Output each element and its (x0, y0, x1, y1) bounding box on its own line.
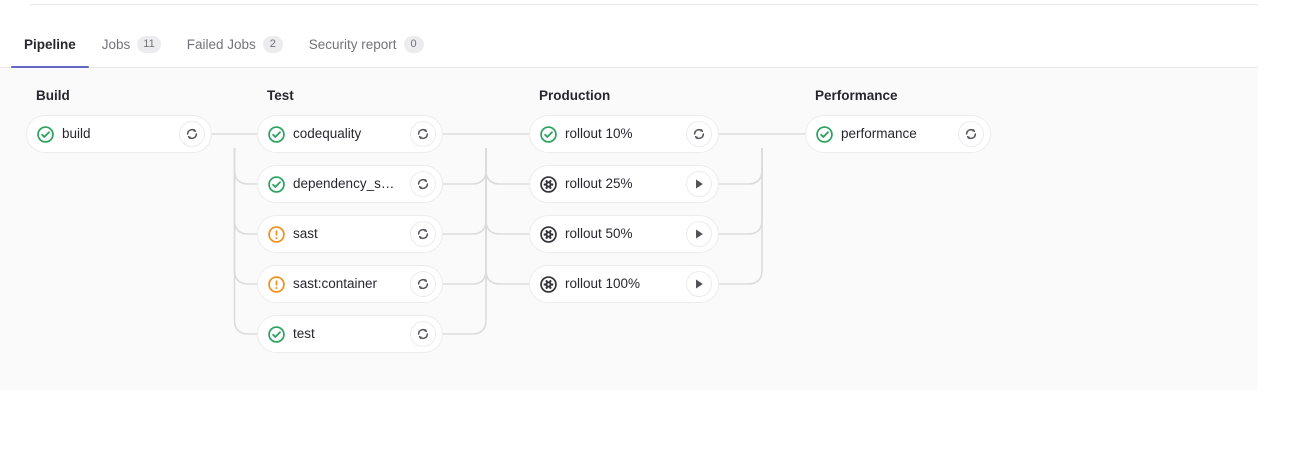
connector-out (443, 148, 487, 185)
play-icon (696, 179, 703, 189)
pipeline-job[interactable]: performance (805, 115, 991, 153)
job-retry-button[interactable] (686, 121, 712, 147)
retry-icon (965, 128, 977, 140)
connector-in (233, 148, 257, 235)
retry-icon (417, 128, 429, 140)
stage-title: Build (36, 88, 70, 104)
job-retry-button[interactable] (410, 271, 436, 297)
retry-icon (417, 228, 429, 240)
retry-icon (417, 328, 429, 340)
pipeline-job[interactable]: dependency_s… (257, 165, 443, 203)
job-name: rollout 100% (565, 277, 641, 291)
job-retry-button[interactable] (410, 121, 436, 147)
retry-icon (417, 278, 429, 290)
panel-top-border (30, 4, 1258, 6)
job-retry-button[interactable] (958, 121, 984, 147)
status-manual-icon (540, 175, 557, 193)
status-success-icon (816, 125, 833, 143)
job-name: build (62, 127, 91, 141)
pipeline-job[interactable]: sast:container (257, 265, 443, 303)
job-retry-button[interactable] (410, 321, 436, 347)
tab-count-badge: 11 (137, 36, 161, 53)
stage-job-list: build (26, 115, 212, 153)
connector-in (485, 148, 529, 285)
tab-failed-jobs[interactable]: Failed Jobs 2 (174, 22, 296, 67)
pipeline-job[interactable]: test (257, 315, 443, 353)
stage-title: Performance (815, 88, 898, 104)
pipeline-stage-test: Test codequality dependency_s…sast sast:con… (257, 86, 443, 365)
tab-label: Security report (308, 36, 397, 52)
status-warning-icon (268, 225, 285, 243)
job-retry-button[interactable] (179, 121, 205, 147)
job-name: rollout 50% (565, 227, 633, 241)
job-name: dependency_s… (293, 177, 395, 191)
connector-out (443, 148, 487, 335)
retry-icon (693, 128, 705, 140)
connector-out (719, 148, 763, 235)
connector-in (485, 148, 529, 235)
tab-label: Jobs (101, 36, 131, 52)
status-success-icon (37, 125, 54, 143)
connector-out (443, 148, 487, 285)
retry-icon (417, 178, 429, 190)
connector-out (719, 148, 763, 185)
play-icon (696, 229, 703, 239)
tab-label: Failed Jobs (186, 36, 256, 52)
job-name: codequality (293, 127, 362, 141)
pipeline-job[interactable]: rollout 100% (529, 265, 719, 303)
tab-jobs[interactable]: Jobs 11 (89, 22, 174, 67)
job-retry-button[interactable] (410, 171, 436, 197)
play-icon (696, 279, 703, 289)
job-name: performance (841, 127, 917, 141)
pipeline-job[interactable]: build (26, 115, 212, 153)
job-name: sast (293, 227, 318, 241)
status-manual-icon (540, 225, 557, 243)
job-play-button[interactable] (686, 271, 712, 297)
job-play-button[interactable] (686, 221, 712, 247)
status-success-icon (268, 325, 285, 343)
connector-out (443, 148, 487, 235)
tab-pipeline[interactable]: Pipeline (11, 22, 89, 68)
pipeline-tab-bar: Pipeline Jobs 11 Failed Jobs 2 Security repor… (0, 22, 1258, 68)
tab-count-badge: 2 (262, 36, 283, 53)
pipeline-job[interactable]: codequality (257, 115, 443, 153)
stage-title: Test (267, 88, 294, 104)
connector-out (719, 148, 763, 285)
job-name: sast:container (293, 277, 378, 291)
retry-icon (186, 128, 198, 140)
pipeline-job[interactable]: rollout 50% (529, 215, 719, 253)
pipeline-stage-build: Build build (26, 86, 212, 165)
pipeline-job[interactable]: rollout 10% (529, 115, 719, 153)
tab-count-badge: 0 (403, 36, 424, 53)
pipeline-job[interactable]: rollout 25% (529, 165, 719, 203)
stage-job-list: codequality dependency_s…sast sast:contain… (257, 115, 443, 353)
job-play-button[interactable] (686, 171, 712, 197)
tab-label: Pipeline (24, 36, 76, 52)
status-success-icon (540, 125, 557, 143)
connector-in (233, 148, 257, 335)
pipeline-stage-performance: Performance performance (805, 86, 991, 165)
pipeline-graph-surface: Build build Test codequality dependency_s…sa… (0, 68, 1258, 390)
status-success-icon (268, 125, 285, 143)
pipeline-job[interactable]: sast (257, 215, 443, 253)
status-success-icon (268, 175, 285, 193)
stage-job-list: rollout 10% rollout 25% rollout 50% rollout… (529, 115, 719, 303)
status-manual-icon (540, 275, 557, 293)
stage-job-list: performance (805, 115, 991, 153)
job-retry-button[interactable] (410, 221, 436, 247)
connector-in (233, 148, 257, 285)
connector-in (233, 148, 257, 185)
connector-in (485, 148, 529, 185)
job-name: test (293, 327, 315, 341)
stage-title: Production (539, 88, 611, 104)
job-name: rollout 25% (565, 177, 633, 191)
job-name: rollout 10% (565, 127, 633, 141)
status-warning-icon (268, 275, 285, 293)
tab-active-underline (11, 66, 89, 68)
tab-security-report[interactable]: Security report 0 (296, 22, 437, 67)
